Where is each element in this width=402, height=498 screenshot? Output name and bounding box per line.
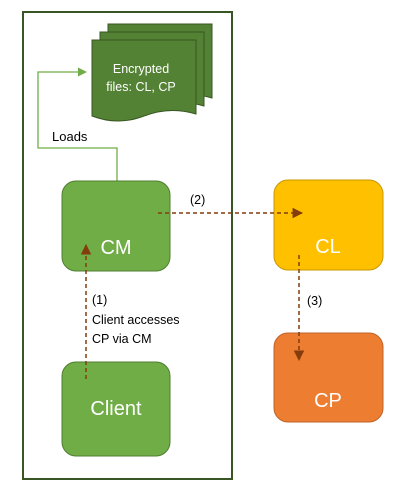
step3-number: (3) <box>307 294 322 308</box>
encrypted-files-node: Encrypted files: CL, CP <box>91 23 213 122</box>
cm-label: CM <box>100 237 131 259</box>
cp-node: CP <box>273 332 384 423</box>
step1-line2: CP via CM <box>92 332 152 346</box>
loads-connector <box>37 67 118 181</box>
step2-number: (2) <box>190 193 205 207</box>
client-box <box>61 361 171 457</box>
cl-box <box>273 179 384 271</box>
cm-node: CM <box>61 180 171 272</box>
loads-label: Loads <box>52 129 88 144</box>
client-node: Client <box>61 361 171 457</box>
group-container <box>22 11 233 480</box>
encrypted-files-line2: files: CL, CP <box>106 80 175 94</box>
encrypted-files-line1: Encrypted <box>113 62 169 76</box>
cp-label: CP <box>314 390 342 412</box>
cl-node: CL <box>273 179 384 271</box>
step1-line1: Client accesses <box>92 313 180 327</box>
client-label: Client <box>90 398 142 420</box>
cl-label: CL <box>315 236 341 258</box>
step1-number: (1) <box>92 293 107 307</box>
document-front-icon <box>91 39 197 122</box>
